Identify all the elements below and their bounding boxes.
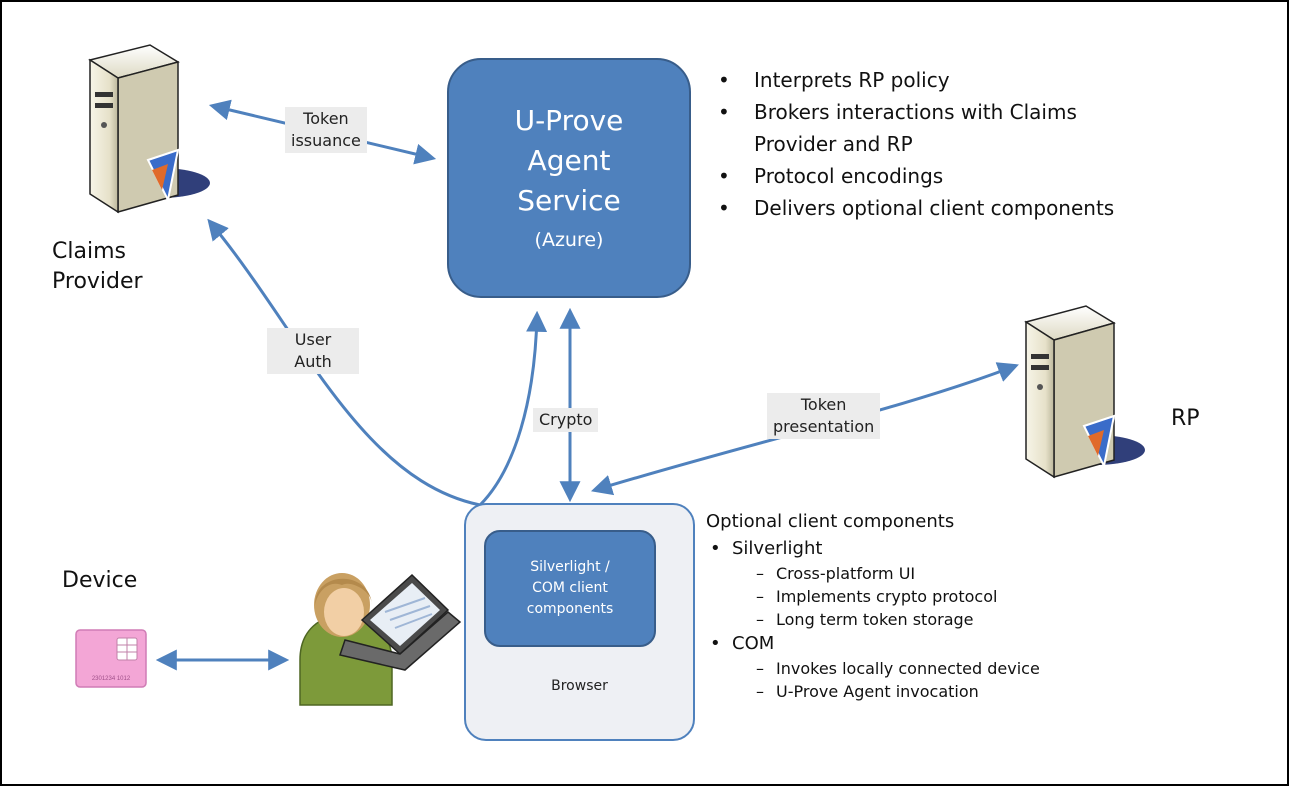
- agent-service-subtitle: (Azure): [534, 229, 604, 251]
- crypto-label: Crypto: [533, 408, 599, 432]
- feature-item: Delivers optional client components: [708, 192, 1208, 224]
- rp-label: RP: [1171, 406, 1200, 431]
- feature-item: Interprets RP policy: [708, 64, 1208, 96]
- group-item: Implements crypto protocol: [706, 585, 1226, 608]
- group-item: U-Prove Agent invocation: [706, 680, 1226, 703]
- agent-service-title: U-Prove Agent Service: [514, 104, 624, 217]
- user-with-laptop-icon: [299, 573, 462, 706]
- group-item: Cross-platform UI: [706, 562, 1226, 585]
- browser-label: Browser: [551, 678, 608, 694]
- group-name: COM: [706, 631, 1226, 657]
- feature-item: Protocol encodings: [708, 160, 1208, 192]
- token-presentation-label: Token presentation: [767, 393, 881, 439]
- feature-item: Brokers interactions with ClaimsProvider…: [708, 96, 1208, 160]
- client-components-box: Silverlight / COM client components: [484, 530, 656, 647]
- user-auth-arrow: [207, 218, 481, 507]
- group-name: Silverlight: [706, 536, 1226, 562]
- group-item: Invokes locally connected device: [706, 657, 1226, 680]
- group-item: Long term token storage: [706, 608, 1226, 631]
- optional-heading: Optional client components: [706, 511, 955, 532]
- token-issuance-label: Token issuance: [285, 107, 367, 153]
- server-icon: [88, 44, 210, 214]
- device-label: Device: [62, 568, 138, 593]
- optional-components: Optional client components Silverlight C…: [706, 508, 1226, 703]
- user-auth-label: User Auth: [267, 328, 359, 374]
- claims-provider-label: Claims Provider: [52, 239, 143, 294]
- smart-card-icon: 2301234 1012: [75, 629, 147, 688]
- smartcard-number: 2301234 1012: [92, 676, 131, 682]
- agent-service-box: U-Prove Agent Service (Azure): [447, 58, 691, 298]
- browser-to-agent-arrow: [478, 310, 548, 507]
- server-icon: [1024, 305, 1145, 479]
- agent-features-list: Interprets RP policy Brokers interaction…: [708, 64, 1208, 224]
